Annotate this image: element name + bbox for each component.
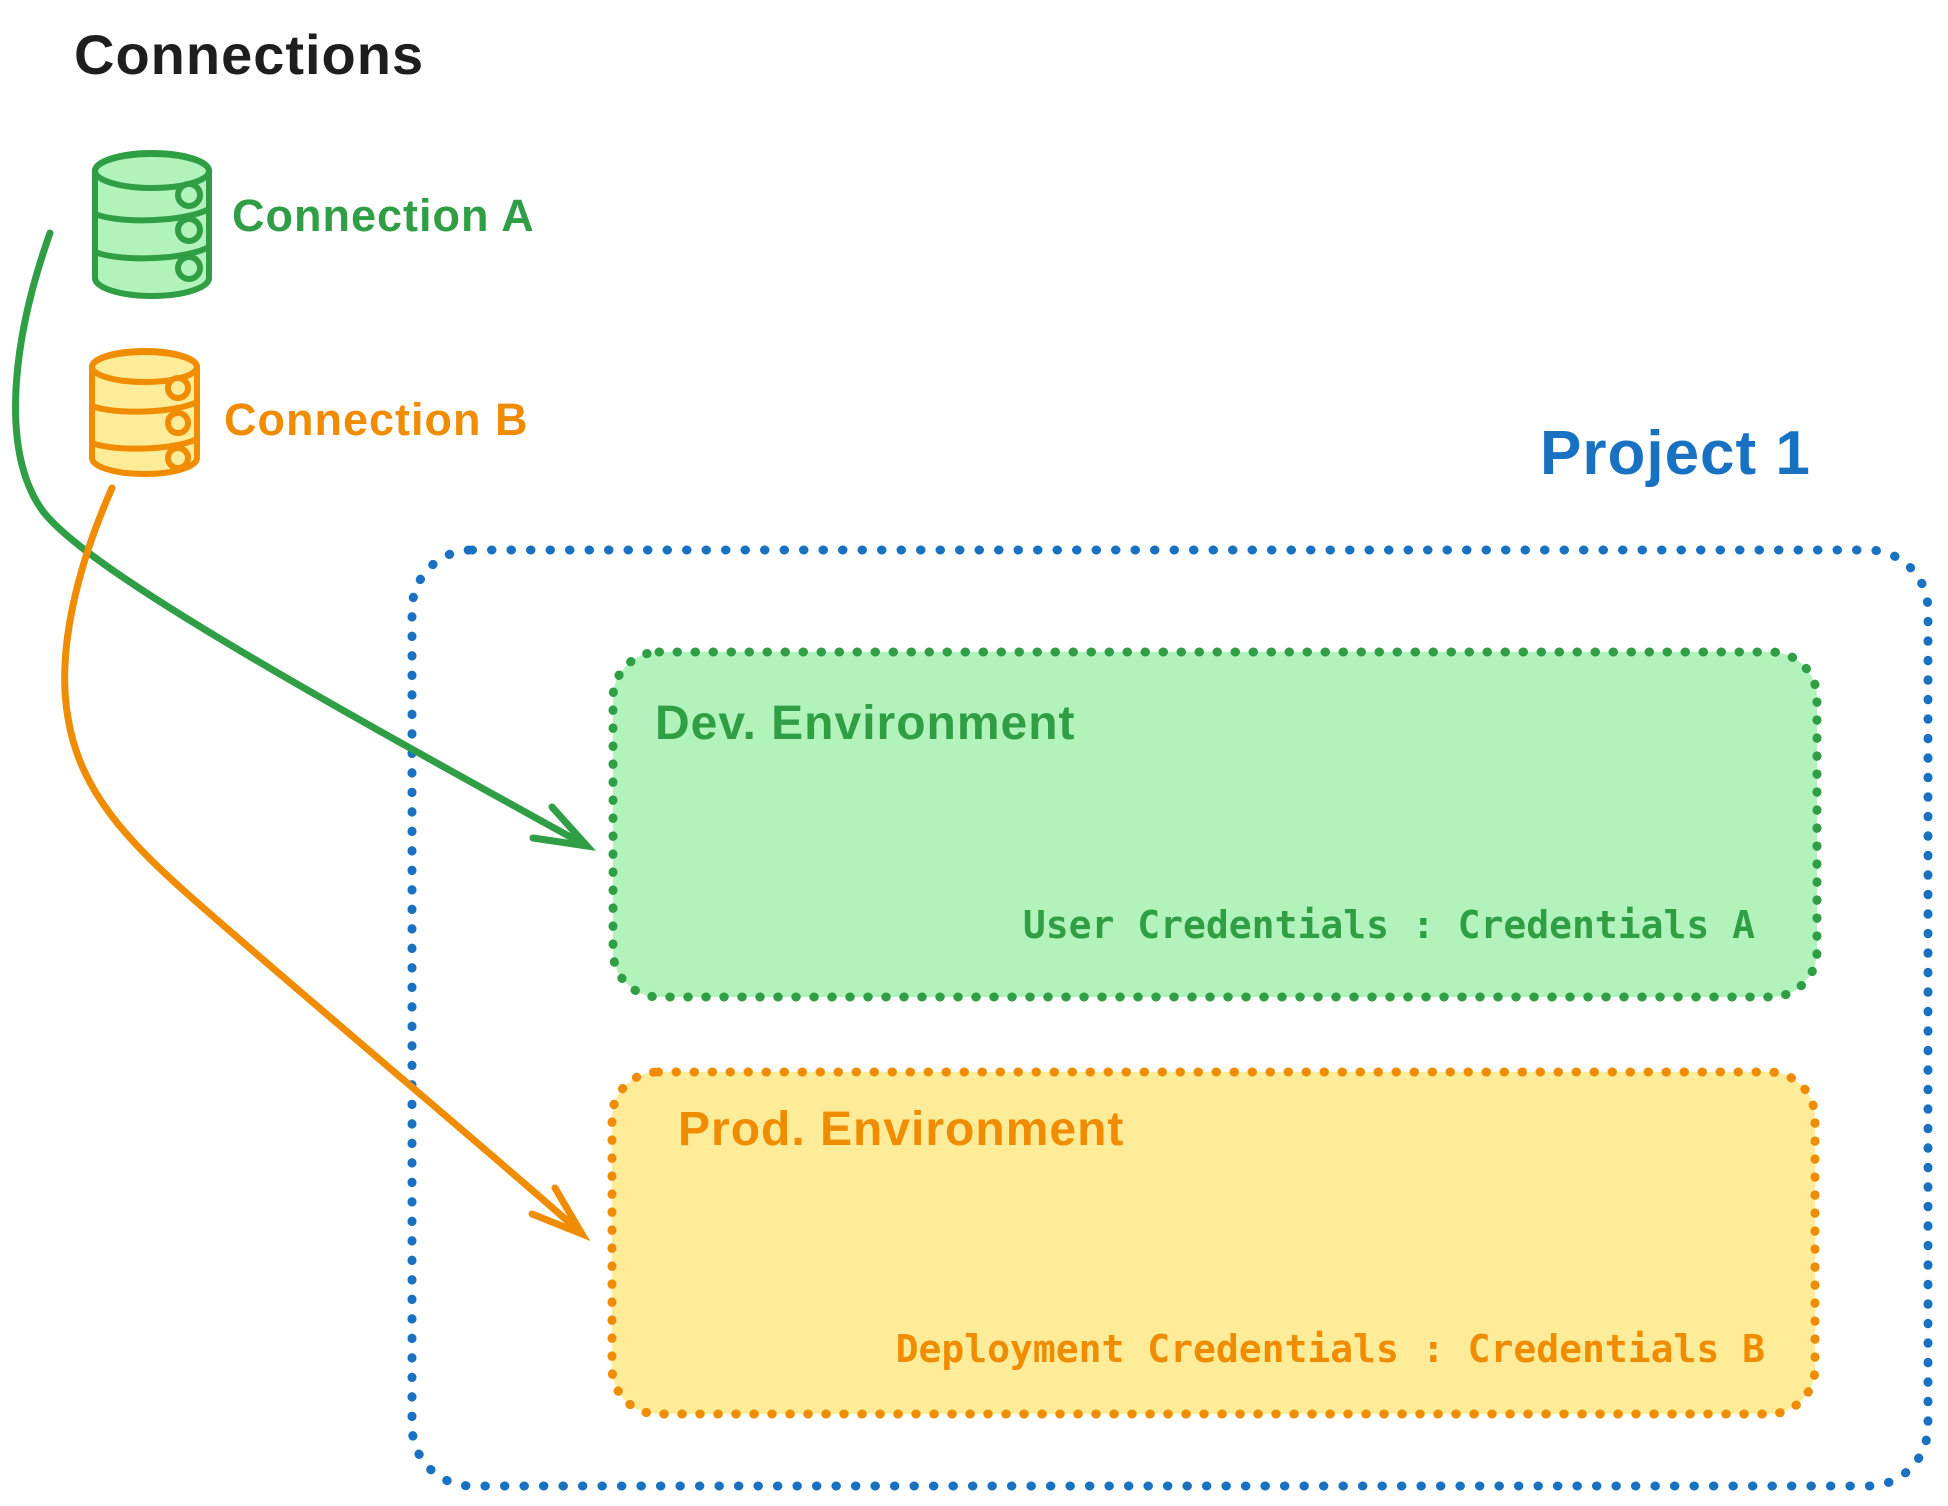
diagram-title: Connections (74, 23, 425, 86)
prod-environment-box (607, 1067, 1820, 1419)
prod-environment-credentials: Deployment Credentials : Credentials B (895, 1327, 1765, 1371)
connection-a-label: Connection A (232, 190, 535, 241)
project-1-box (407, 545, 1933, 1491)
dev-environment-credentials: User Credentials : Credentials A (1022, 903, 1755, 947)
dev-environment-title: Dev. Environment (655, 697, 1076, 750)
prod-environment-title: Prod. Environment (678, 1103, 1125, 1156)
project-1-title: Project 1 (1540, 419, 1811, 488)
connection-b-label: Connection B (224, 394, 529, 445)
arrow-connection-a-to-dev (12, 229, 597, 851)
database-icon (92, 149, 212, 300)
arrow-connection-b-to-prod (61, 484, 591, 1242)
dev-environment-box (608, 647, 1822, 1002)
database-icon (89, 347, 200, 478)
